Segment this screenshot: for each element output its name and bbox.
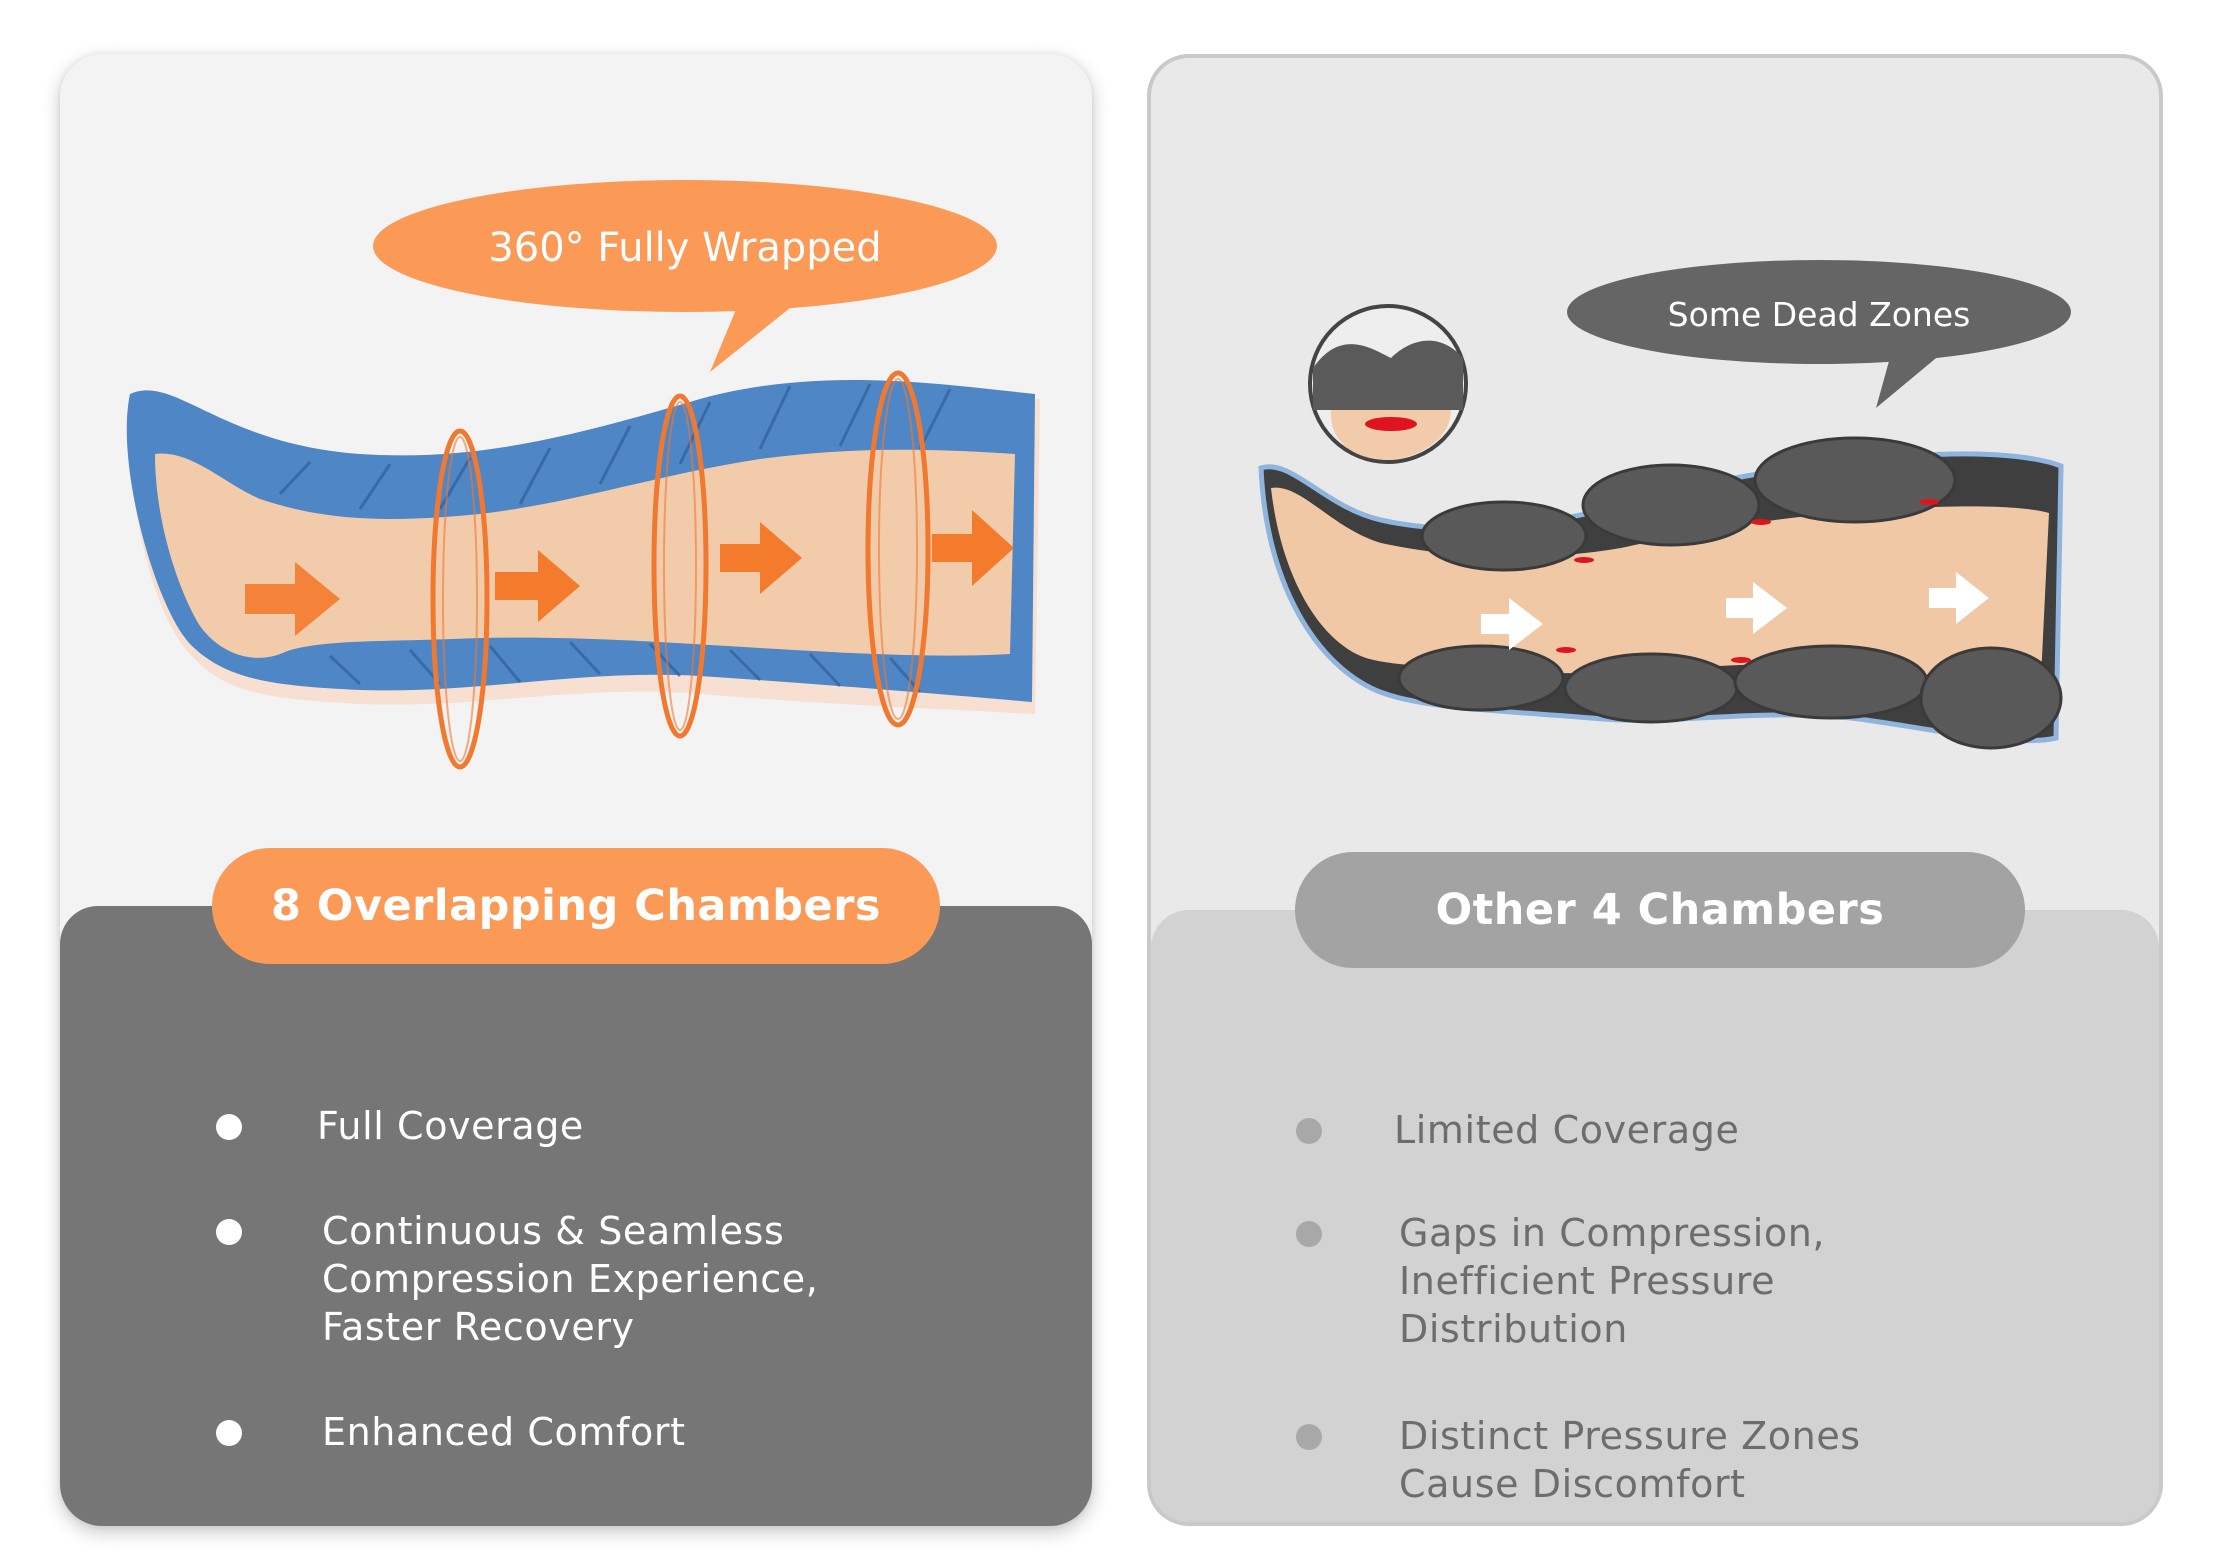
list-item-text: Limited Coverage (1394, 1108, 1740, 1152)
leg-sleeve-illustration: 360° Fully Wrapped (126, 180, 1040, 770)
pressure-chambers (1397, 436, 2063, 750)
list-item-text: Gaps in Compression, Inefficient Pressur… (1399, 1211, 1826, 1351)
list-item: Enhanced Comfort (216, 1408, 686, 1456)
chambers-label-pill: 8 Overlapping Chambers (212, 848, 940, 964)
bullet-dot-icon (1296, 1118, 1322, 1144)
callout-bubble-dead-zones: Some Dead Zones (1567, 260, 2071, 408)
list-item: Continuous & Seamless Compression Experi… (216, 1207, 818, 1351)
bullet-dot-icon (1296, 1424, 1322, 1450)
list-item-text: Enhanced Comfort (322, 1410, 686, 1454)
leg (1271, 487, 2049, 680)
dead-zone-marks (1556, 499, 1939, 663)
comparison-card-other: Some Dead Zones (1147, 54, 2163, 1526)
leg-chambers-illustration: Some Dead Zones (1258, 260, 2071, 750)
list-item: Distinct Pressure Zones Cause Discomfort (1296, 1412, 1861, 1508)
bullet-dot-icon (1296, 1221, 1322, 1247)
bullet-dot-icon (216, 1420, 242, 1446)
callout-text: 360° Fully Wrapped (488, 225, 881, 271)
list-item-text: Distinct Pressure Zones Cause Discomfort (1399, 1414, 1861, 1506)
comparison-card-overlapping: 360° Fully Wrapped (60, 54, 1092, 1526)
list-item: Limited Coverage (1296, 1106, 1739, 1154)
list-item-text: Continuous & Seamless Compression Experi… (322, 1209, 819, 1349)
arrow-right-icon (1481, 572, 1989, 650)
callout-text: Some Dead Zones (1668, 295, 1971, 334)
leg (155, 449, 1015, 658)
callout-bubble-fully-wrapped: 360° Fully Wrapped (373, 180, 997, 372)
chamber-seams (278, 383, 952, 693)
arrow-right-icon (245, 510, 1014, 636)
ring-icon (430, 370, 931, 770)
list-item: Gaps in Compression, Inefficient Pressur… (1296, 1209, 1825, 1353)
bullet-dot-icon (216, 1114, 242, 1140)
bullet-dot-icon (216, 1219, 242, 1245)
features-panel (1151, 910, 2159, 1522)
chambers-label-pill: Other 4 Chambers (1295, 852, 2025, 968)
magnifier-inset-icon (1308, 304, 1468, 464)
list-item: Full Coverage (216, 1102, 584, 1150)
list-item-text: Full Coverage (317, 1104, 584, 1148)
